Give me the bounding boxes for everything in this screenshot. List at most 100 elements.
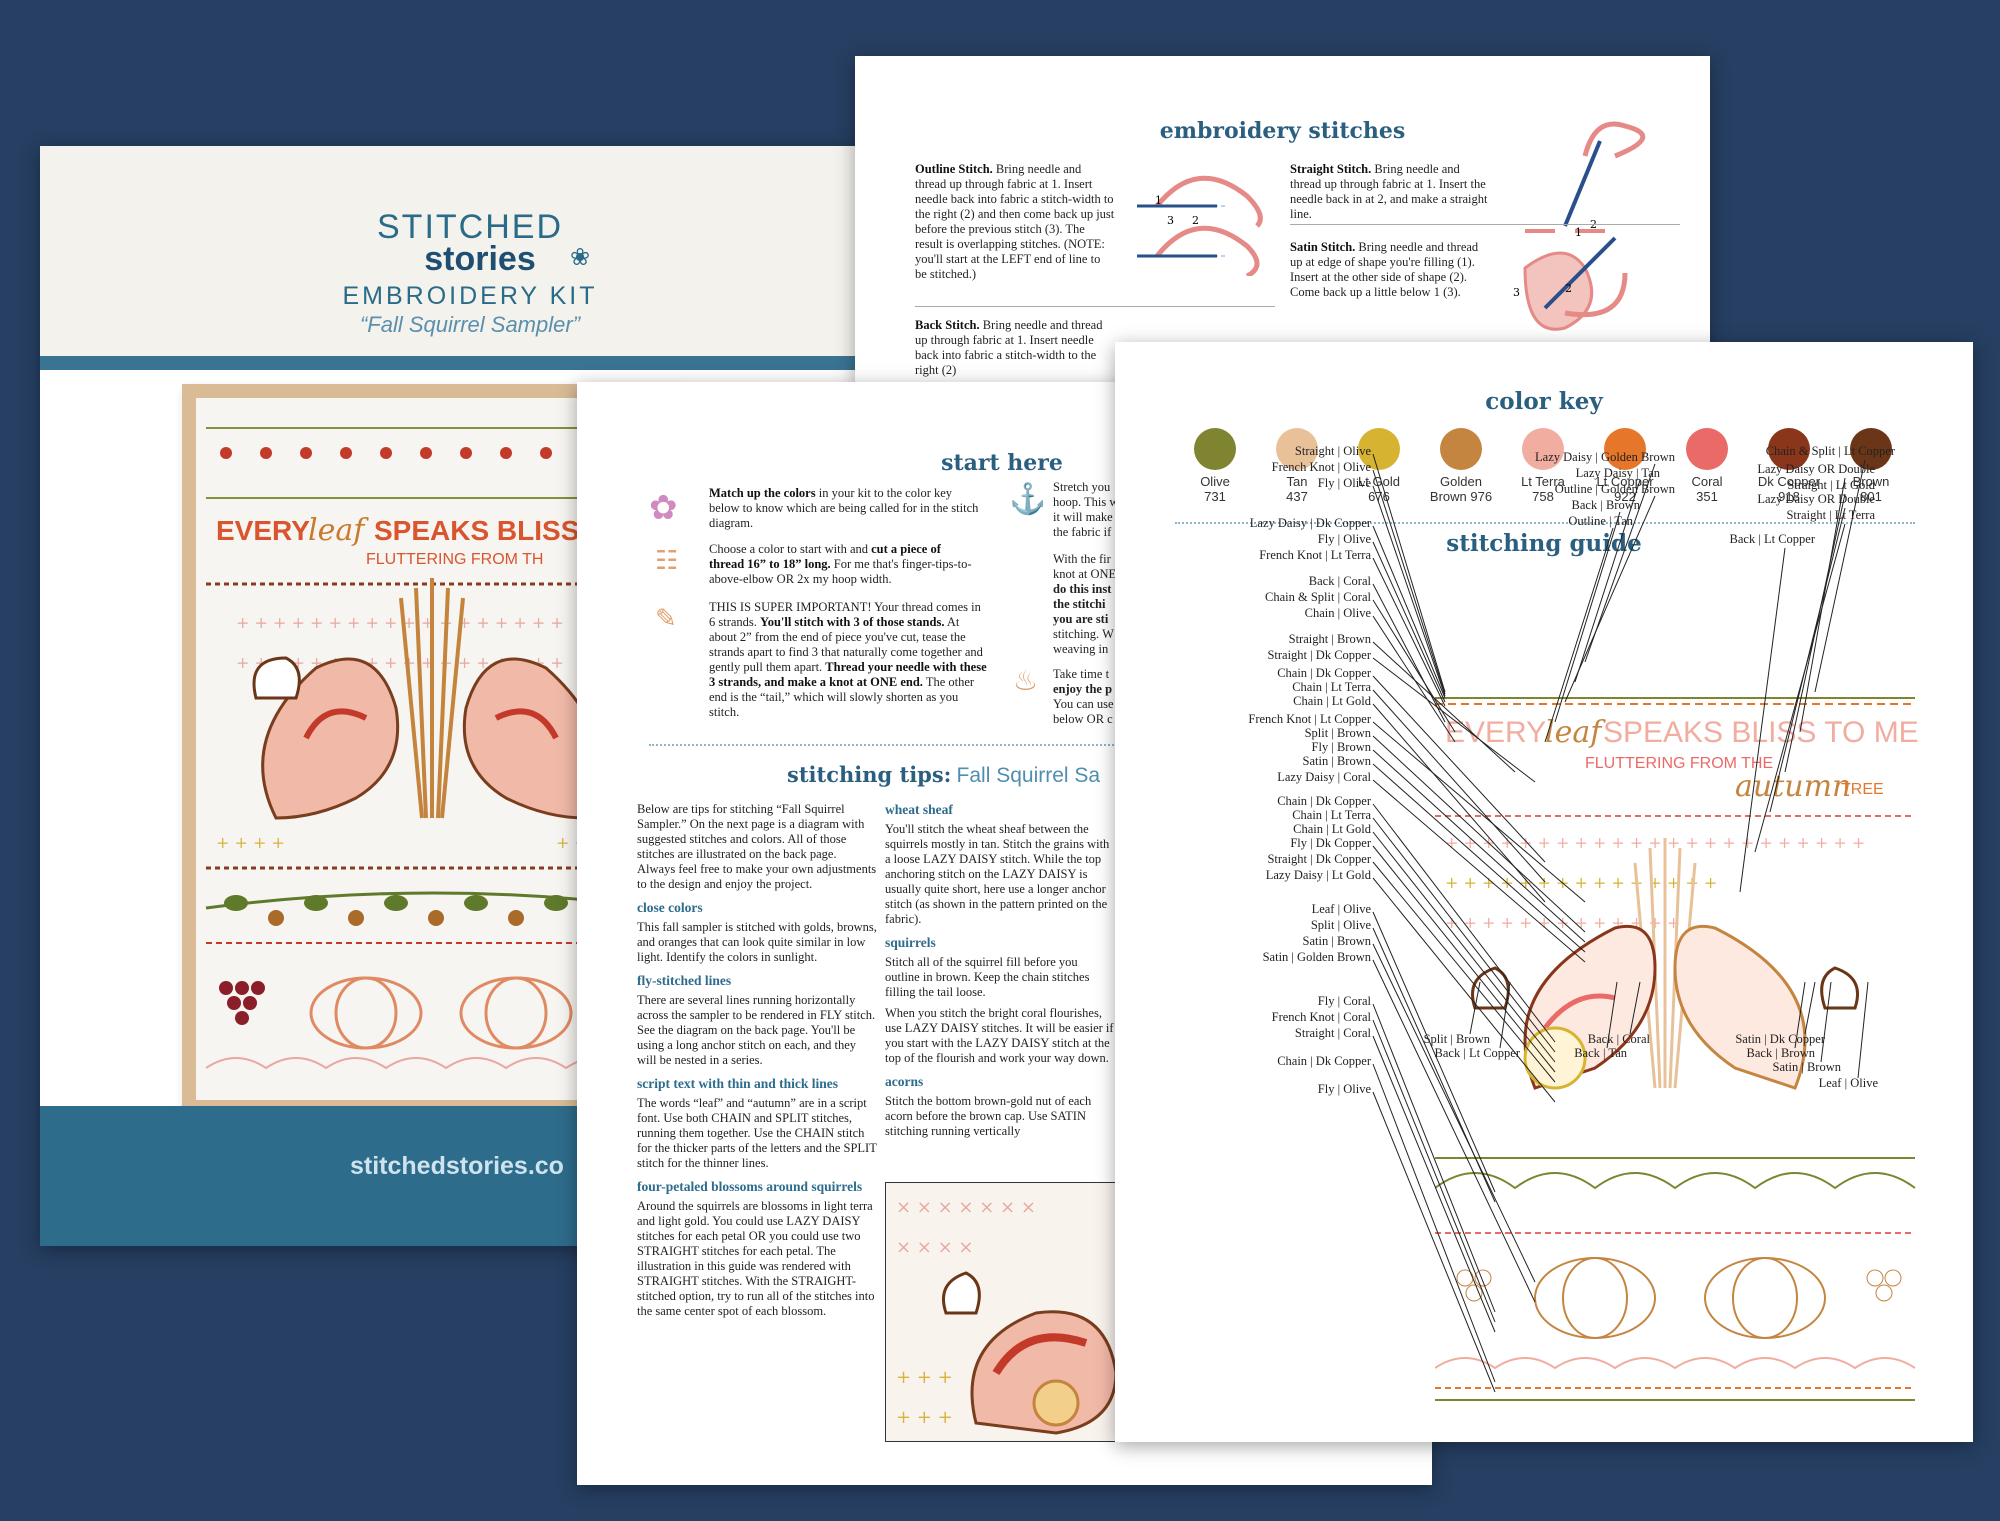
stitch-label: Outline | Golden Brown — [1554, 482, 1675, 496]
leader-line — [1372, 1003, 1496, 1313]
color-swatch-name: Coral — [1691, 474, 1723, 489]
stitch-label: Back | Coral — [1308, 574, 1371, 588]
leader-line — [1629, 981, 1641, 1035]
stitch-label: Split | Brown — [1304, 726, 1371, 740]
start-step-2: Choose a color to start with and cut a p… — [709, 542, 972, 586]
stitch-label: Lazy Daisy | Dk Copper — [1249, 516, 1371, 530]
stitch-label: Leaf | Olive — [1818, 1076, 1878, 1090]
stitch-label: Satin | Brown — [1302, 934, 1371, 948]
hoop-text-leaf: leaf — [308, 513, 369, 548]
color-swatch-number: 918 — [1778, 489, 1800, 504]
leader-line — [1372, 541, 1446, 703]
satin-stitch-text: Satin Stitch. Bring needle and thread up… — [1290, 240, 1479, 299]
stitch-label: Chain | Lt Gold — [1293, 822, 1371, 836]
stitches-separator — [915, 306, 1275, 307]
leader-line — [1574, 479, 1641, 683]
leader-line — [1372, 817, 1556, 1053]
color-swatch-dot — [1604, 428, 1646, 470]
stitch-label: Straight | Coral — [1294, 1026, 1371, 1040]
back-stitch-text: Back Stitch. Bring needle and thread up … — [915, 318, 1103, 377]
leader-line — [1820, 981, 1832, 1063]
art-text-fluttering: FLUTTERING FROM THE — [1585, 755, 1773, 772]
leader-line — [1372, 749, 1586, 943]
stitch-label: Lazy Daisy | Coral — [1277, 770, 1371, 784]
hoop-text-every: EVERY — [216, 515, 310, 546]
color-key-title: color key — [1485, 388, 1603, 415]
stitch-label: Back | Brown — [1571, 498, 1640, 512]
stitch-label: Fly | Dk Copper — [1290, 836, 1371, 850]
hoop-text-speaks: SPEAKS BLISS — [374, 515, 579, 546]
color-swatch-name: Golden — [1440, 474, 1482, 489]
stitch-label: Leaf | Olive — [1311, 902, 1371, 916]
leader-line — [1499, 981, 1511, 1049]
kit-label: EMBROIDERY KIT — [342, 282, 598, 310]
leader-line — [1794, 981, 1806, 1049]
stitch-label: Straight | Olive — [1294, 444, 1371, 458]
stitch-label: Lazy Daisy | Tan — [1575, 466, 1660, 480]
outline-stitch-diagram: 1 3 2 — [1137, 175, 1263, 276]
svg-text:+ + +: + + + — [896, 1407, 953, 1428]
color-swatch-dot — [1522, 428, 1564, 470]
leader-line — [1372, 453, 1446, 693]
svg-text:1: 1 — [1575, 226, 1582, 236]
leader-line — [1372, 557, 1446, 707]
leader-line — [1372, 721, 1586, 903]
art-text-tree: TREE — [1841, 781, 1884, 798]
stitch-label: Fly | Brown — [1311, 740, 1371, 754]
leader-line — [1372, 943, 1536, 1283]
stitch-label: French Knot | Coral — [1271, 1010, 1371, 1024]
leader-line — [1372, 485, 1446, 697]
stitch-label: Chain | Lt Terra — [1292, 680, 1371, 694]
stitches-title: embroidery stitches — [1159, 118, 1406, 144]
website[interactable]: stitchedstories.co — [350, 1152, 564, 1180]
leader-line — [1372, 959, 1536, 1303]
leader-line — [1372, 703, 1546, 903]
svg-text:+ + +: + + + — [896, 1367, 953, 1388]
stitch-label: Straight | Brown — [1288, 632, 1371, 646]
leader-line — [1372, 1091, 1496, 1393]
color-swatch-name: Dk Copper — [1757, 474, 1821, 489]
leader-line — [1372, 583, 1446, 723]
stitch-label: French Knot | Olive — [1271, 460, 1371, 474]
stitch-label: Fly | Olive — [1317, 476, 1371, 490]
stitch-label: Satin | Brown — [1772, 1060, 1841, 1074]
stitch-label: Back | Brown — [1746, 1046, 1815, 1060]
color-swatch-dot — [1768, 428, 1810, 470]
leader-line — [1372, 735, 1586, 933]
stitch-label: Straight | Lt Terra — [1786, 508, 1875, 522]
stitch-label: Back | Lt Copper — [1434, 1046, 1520, 1060]
svg-text:+ + + + + + + + + + +: + + + + + + + + + + + + + + + — [1445, 873, 1717, 892]
stitch-label: Straight | Lt Gold — [1787, 478, 1875, 492]
leader-line — [1372, 657, 1536, 783]
stitch-label: Lazy Daisy OR Double — [1757, 492, 1875, 506]
color-swatch-number: 351 — [1696, 489, 1718, 504]
leader-line — [1564, 495, 1656, 703]
svg-text:2: 2 — [1565, 282, 1572, 295]
leader-line — [1372, 641, 1516, 773]
stitching-guide-title: stitching guide — [1446, 530, 1642, 557]
stitch-label: Satin | Dk Copper — [1735, 1032, 1825, 1046]
tips-heading: stitching tips: Fall Squirrel Sa — [787, 762, 1101, 787]
stitch-label: Split | Olive — [1310, 918, 1371, 932]
stitch-label: Back | Lt Copper — [1729, 532, 1815, 546]
svg-text:3: 3 — [1513, 286, 1520, 299]
stitch-label: Chain & Split | Coral — [1265, 590, 1371, 604]
stitch-label: Split | Brown — [1423, 1032, 1490, 1046]
icecream-icon: ♨ — [1013, 664, 1039, 697]
cover-stripe — [40, 356, 900, 370]
stitch-label: Chain | Dk Copper — [1277, 666, 1371, 680]
leader-line — [1372, 689, 1546, 883]
stitch-label: Lazy Daisy | Lt Gold — [1265, 868, 1371, 882]
stitch-label: Fly | Olive — [1317, 532, 1371, 546]
color-swatch-name: Brown — [1852, 474, 1890, 489]
cover-header: STITCHED stories ❀ EMBROIDERY KIT “Fall … — [40, 146, 900, 356]
leader-line — [1857, 981, 1869, 1079]
leader-line — [1814, 459, 1866, 693]
color-swatch-number: 801 — [1860, 489, 1882, 504]
